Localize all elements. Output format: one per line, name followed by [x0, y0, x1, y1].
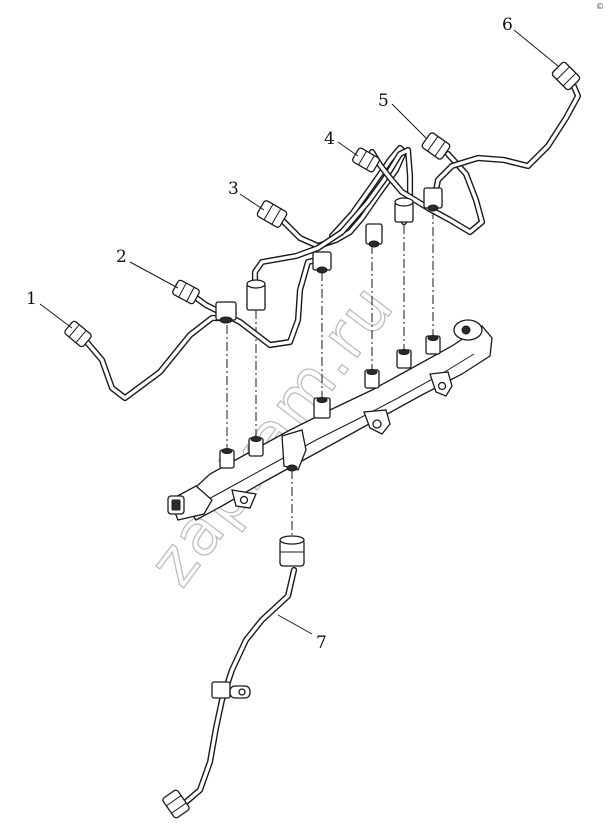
callout-3: 3: [228, 179, 239, 199]
pipe-1: [81, 314, 232, 402]
nut-pipe-5: [421, 132, 451, 160]
callout-7: 7: [316, 633, 327, 653]
nut-rail-e: [394, 197, 414, 223]
callout-5: 5: [378, 91, 389, 111]
rail-outlet-6: [425, 335, 441, 355]
nut-rail-d: [365, 223, 383, 248]
nut-pipe-6: [551, 61, 581, 91]
pipe-4: [251, 146, 414, 294]
nut-rail-f: [423, 187, 443, 212]
rail-outlet-3: [313, 397, 331, 419]
rail-inlet: [281, 429, 307, 472]
rail-outlet-5: [396, 349, 412, 369]
pipe-6: [430, 78, 582, 204]
pipe-nuts: [64, 61, 581, 819]
rail-mount-ear-1: [363, 409, 391, 435]
nut-pipe-4: [352, 147, 380, 173]
pipe-7-clamp: [211, 681, 251, 699]
common-rail: [167, 319, 493, 521]
rail-outlet-2: [248, 436, 264, 457]
rail-outlet-1: [219, 448, 235, 469]
nut-rail-c: [312, 251, 332, 274]
callout-4: 4: [324, 129, 335, 149]
rail-mount-ear-2: [429, 371, 453, 397]
rail-end-cap: [453, 319, 483, 341]
watermark: zapkam.ru: [136, 271, 409, 600]
rail-pressure-sensor: [167, 485, 213, 521]
nut-pipe-7-bottom: [162, 789, 190, 819]
pipe-5: [368, 148, 486, 236]
rail-mount-ear-3: [231, 489, 257, 509]
nut-rail-a: [246, 279, 266, 311]
nut-rail-b: [215, 301, 237, 324]
nut-pipe-7-top: [279, 535, 305, 567]
callouts: 1 2 3 4 5 6 7: [26, 15, 559, 653]
callout-1: 1: [26, 289, 37, 309]
callout-6: 6: [502, 15, 513, 35]
corner-mark: ©: [596, 2, 604, 11]
callout-2: 2: [116, 247, 127, 267]
rail-outlet-4: [364, 369, 380, 389]
